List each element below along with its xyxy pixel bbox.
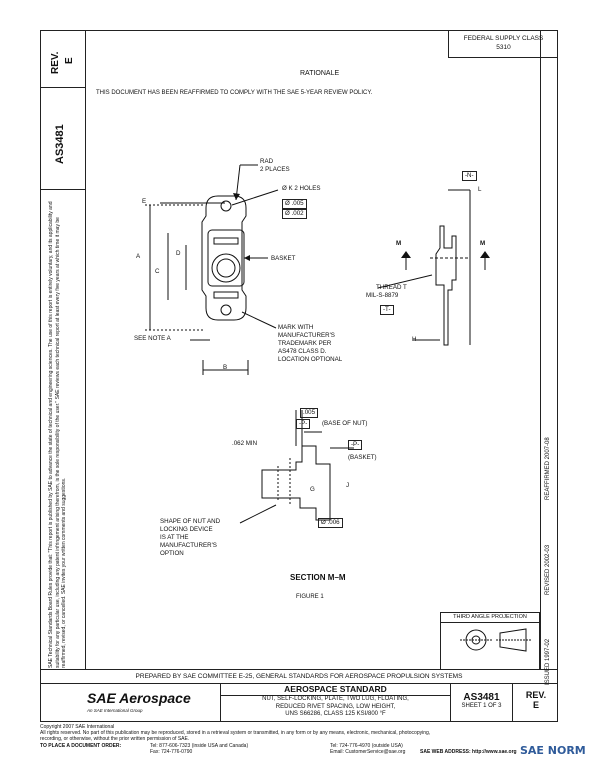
dim-a: A bbox=[136, 253, 141, 260]
manufacturers: MANUFACTURER'S bbox=[278, 332, 335, 339]
as478-class: AS478 CLASS D. bbox=[278, 348, 327, 355]
title-block: SAE Aerospace An SAE International Group… bbox=[40, 684, 558, 722]
tol-box-1: Ø .005 bbox=[282, 199, 307, 209]
title-line-1: NUT, SELF-LOCKING, PLATE, TWO LUG, FLOAT… bbox=[262, 696, 409, 702]
left-column bbox=[40, 30, 86, 670]
prepared-by: PREPARED BY SAE COMMITTEE E-25, GENERAL … bbox=[40, 670, 558, 684]
shape-note-1: SHAPE OF NUT AND bbox=[160, 518, 221, 525]
fsc-value: 5310 bbox=[496, 44, 511, 51]
tol-006: Ø .006 bbox=[318, 518, 343, 528]
title-cell: AEROSPACE STANDARD NUT, SELF-LOCKING, PL… bbox=[221, 684, 451, 721]
title-line-3: UNS S66286, CLASS 125 KSI/800 °F bbox=[285, 711, 386, 717]
tol-005-box: .005 bbox=[300, 408, 319, 418]
shape-note-5: OPTION bbox=[160, 550, 184, 557]
dim-g: G bbox=[310, 486, 315, 493]
thread-label: THREAD T bbox=[376, 284, 407, 291]
nut-plate-outline bbox=[201, 195, 247, 321]
basket-bottom-tab bbox=[213, 291, 239, 299]
rights: All rights reserved. No part of this pub… bbox=[40, 730, 431, 737]
thread-spec: MIL-S-8879 bbox=[366, 292, 399, 299]
shape-note-2: LOCKING DEVICE bbox=[160, 526, 213, 533]
rev-cell: REV. E bbox=[40, 30, 86, 88]
shape-note-3: IS AT THE bbox=[160, 534, 189, 541]
rights2: recording, or otherwise, without the pri… bbox=[40, 736, 190, 743]
rivet-hole-bottom bbox=[220, 304, 232, 316]
logo-main: SAE Aerospace bbox=[87, 690, 191, 706]
nut-outer-circle bbox=[211, 253, 241, 283]
basket-top-tab bbox=[213, 237, 239, 245]
watermark-logo: SAE NORM bbox=[520, 744, 586, 757]
third-angle-label: THIRD ANGLE PROJECTION bbox=[441, 613, 539, 623]
nut-inner-circle bbox=[216, 258, 236, 278]
mark-with: MARK WITH bbox=[278, 324, 314, 331]
section-m-right: M bbox=[480, 240, 486, 247]
location-optional: LOCATION OPTIONAL bbox=[278, 356, 343, 363]
tel: Tel: 877-606-7323 (inside USA and Canada… bbox=[150, 742, 249, 749]
copyright: Copyright 2007 SAE International bbox=[40, 724, 115, 730]
dim-e: E bbox=[142, 198, 147, 205]
standard-label: AEROSPACE STANDARD bbox=[221, 684, 450, 696]
order-row: TO PLACE A DOCUMENT ORDER: Tel: 877-606-… bbox=[40, 743, 558, 755]
section-m-left: M bbox=[396, 240, 402, 247]
figure-caption: FIGURE 1 bbox=[296, 594, 324, 600]
two-places-label: 2 PLACES bbox=[260, 166, 290, 173]
dim-062-min: .062 MIN bbox=[232, 440, 258, 447]
dim-b: B bbox=[223, 364, 228, 371]
rationale-heading: RATIONALE bbox=[300, 70, 340, 77]
rev-letter-bottom: E bbox=[532, 700, 539, 710]
email: Email: CustomerService@sae.org bbox=[330, 748, 406, 755]
p-box-top: -P- bbox=[296, 419, 311, 429]
federal-supply-class: FEDERAL SUPPLY CLASS 5310 bbox=[448, 30, 558, 58]
rivet-hole-top bbox=[220, 200, 232, 212]
fax: Fax: 724-776-0790 bbox=[150, 748, 193, 755]
web-address[interactable]: SAE WEB ADDRESS: http://www.sae.org bbox=[420, 748, 517, 755]
dim-d: D bbox=[176, 250, 181, 257]
dim-j: J bbox=[346, 482, 350, 489]
dim-l: L bbox=[478, 186, 482, 193]
see-note: SEE NOTE A bbox=[134, 335, 171, 342]
p-box: -P- bbox=[348, 440, 363, 450]
rev-label-bottom: REV. bbox=[525, 690, 547, 700]
sae-logo: SAE Aerospace An SAE International Group bbox=[41, 684, 221, 721]
p-datum-top: -P- bbox=[296, 419, 311, 429]
n-box: -N- bbox=[462, 171, 477, 181]
basket-label: BASKET bbox=[271, 255, 296, 262]
dim-h: H bbox=[412, 336, 417, 343]
tel2: Tel: 724-776-4970 (outside USA) bbox=[330, 742, 403, 749]
holes-label: Ø K 2 HOLES bbox=[282, 185, 321, 192]
doc-number: AS3481 bbox=[463, 692, 500, 703]
logo-sub: An SAE International Group bbox=[87, 708, 143, 713]
p-datum: -P- bbox=[348, 440, 363, 450]
dim-c: C bbox=[155, 268, 160, 275]
base-of-nut: (BASE OF NUT) bbox=[322, 420, 368, 427]
side-view bbox=[435, 225, 457, 346]
basket-paren: (BASKET) bbox=[348, 454, 377, 461]
rad-label: RAD bbox=[260, 158, 274, 165]
footer: Copyright 2007 SAE International All rig… bbox=[40, 724, 558, 755]
position-tol-2: Ø .002 bbox=[282, 209, 307, 219]
sheet-number: SHEET 1 OF 3 bbox=[461, 703, 502, 709]
t-datum: -T- bbox=[380, 305, 394, 315]
tol-006-box: Ø .006 bbox=[318, 518, 343, 528]
doc-number-cell-bottom: AS3481 SHEET 1 OF 3 bbox=[451, 684, 513, 721]
doc-number-cell: AS3481 bbox=[40, 88, 86, 190]
title-line-2: REDUCED RIVET SPACING, LOW HEIGHT, bbox=[275, 703, 396, 710]
t-box: -T- bbox=[380, 305, 394, 315]
section-title: SECTION M–M bbox=[290, 573, 346, 582]
fsc-label: FEDERAL SUPPLY CLASS bbox=[463, 35, 544, 42]
third-angle-box: THIRD ANGLE PROJECTION bbox=[440, 612, 540, 670]
section-view bbox=[261, 445, 331, 521]
shape-note-4: MANUFACTURER'S bbox=[160, 542, 217, 549]
history-column: ISSUED 1997-02 REVISED 2002-03 REAFFIRME… bbox=[540, 30, 558, 685]
rev-cell-bottom: REV. E bbox=[513, 684, 559, 721]
tol-box-2: Ø .002 bbox=[282, 209, 307, 219]
trademark-per: TRADEMARK PER bbox=[278, 340, 332, 347]
position-tol-1: Ø .005 bbox=[282, 199, 307, 209]
order-label: TO PLACE A DOCUMENT ORDER: bbox=[40, 742, 122, 749]
drawing-frame bbox=[40, 30, 558, 670]
reaffirm-notice: THIS DOCUMENT HAS BEEN REAFFIRMED TO COM… bbox=[96, 90, 373, 96]
n-datum: -N- bbox=[462, 171, 477, 181]
tol-005: .005 bbox=[300, 408, 319, 418]
